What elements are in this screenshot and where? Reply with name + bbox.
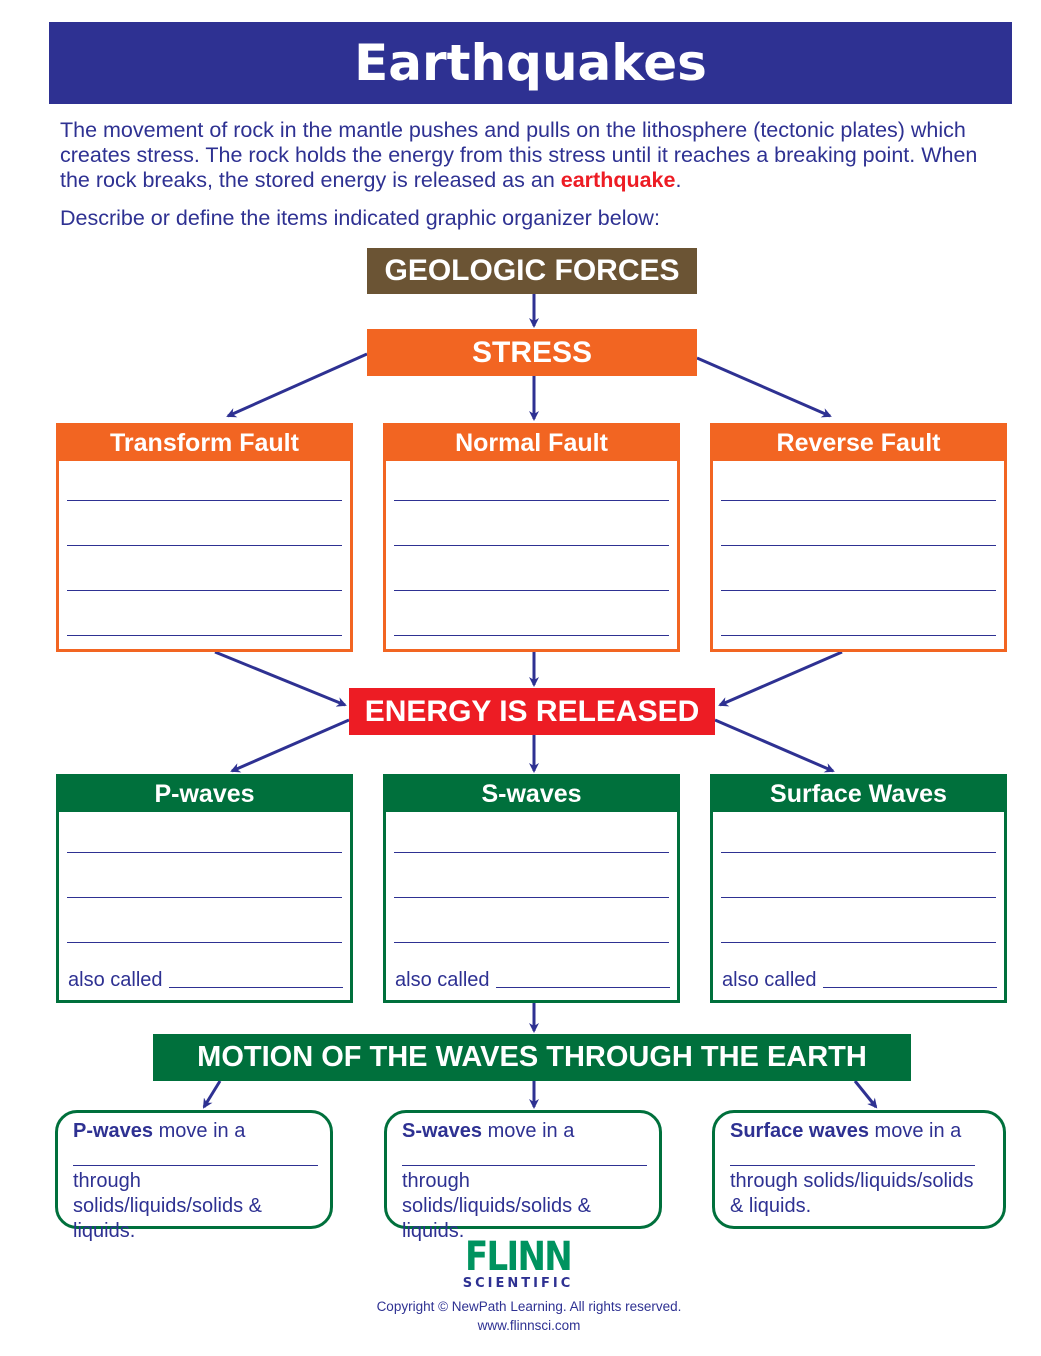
answer-line[interactable] (394, 635, 669, 636)
box-heading: Reverse Fault (713, 426, 1004, 461)
surface-waves-box: Surface Waves also called (710, 774, 1007, 1003)
wave-name: Surface waves (730, 1120, 869, 1142)
geologic-forces-banner: GEOLOGIC FORCES (367, 248, 697, 294)
answer-line[interactable] (67, 545, 342, 546)
answer-line[interactable] (721, 635, 996, 636)
also-called-field[interactable]: also called (722, 969, 997, 992)
answer-line[interactable] (394, 897, 669, 898)
also-called-label: also called (722, 969, 817, 991)
page-title: Earthquakes (49, 22, 1012, 104)
stress-banner: STRESS (367, 329, 697, 376)
answer-line[interactable] (730, 1144, 975, 1166)
wave-name: P-waves (73, 1120, 154, 1142)
answer-line[interactable] (721, 590, 996, 591)
wave-name: S-waves (402, 1120, 483, 1142)
answer-line[interactable] (721, 897, 996, 898)
intro-end: . (675, 168, 682, 192)
prompt-tail: through solids/liquids/solids & liquids. (402, 1170, 591, 1242)
box-heading: Normal Fault (386, 426, 677, 461)
p-waves-motion-box: P-waves move in a through solids/liquids/… (55, 1110, 333, 1242)
answer-line[interactable] (394, 545, 669, 546)
transform-fault-box: Transform Fault (56, 423, 353, 652)
footer: Copyright © NewPath Learning. All rights… (300, 1297, 758, 1335)
intro-text: The movement of rock in the mantle pushe… (60, 118, 978, 192)
answer-line[interactable] (402, 1144, 647, 1166)
surface-waves-motion-box: Surface waves move in a through solids/li… (712, 1110, 1006, 1229)
answer-line[interactable] (67, 852, 342, 853)
answer-line[interactable] (394, 590, 669, 591)
answer-line[interactable] (67, 897, 342, 898)
intro-highlight: earthquake (560, 168, 676, 192)
logo-main: FLINN (465, 1234, 573, 1280)
answer-line[interactable] (394, 942, 669, 943)
answer-line[interactable] (394, 500, 669, 501)
also-called-label: also called (68, 969, 163, 991)
box-heading: Transform Fault (59, 426, 350, 461)
prompt-text: move in a (482, 1120, 575, 1142)
copyright: Copyright © NewPath Learning. All rights… (376, 1299, 682, 1314)
prompt-text: move in a (868, 1120, 962, 1142)
answer-line[interactable] (67, 942, 342, 943)
answer-line[interactable] (67, 590, 342, 591)
answer-line[interactable] (721, 852, 996, 853)
motion-banner: MOTION OF THE WAVES THROUGH THE EARTH (153, 1034, 911, 1081)
prompt-tail: through solids/liquids/solids & liquids. (730, 1170, 974, 1217)
also-called-field[interactable]: also called (68, 969, 343, 992)
logo-sub: SCIENTIFIC (462, 1276, 574, 1291)
answer-line[interactable] (73, 1144, 318, 1166)
prompt-text: move in a (153, 1120, 246, 1142)
answer-line[interactable] (67, 500, 342, 501)
box-heading: P-waves (59, 777, 350, 812)
also-called-field[interactable]: also called (395, 969, 670, 992)
instructions: Describe or define the items indicated g… (60, 206, 660, 230)
also-called-label: also called (395, 969, 490, 991)
answer-line[interactable] (394, 852, 669, 853)
website-link[interactable]: www.flinnsci.com (477, 1318, 581, 1333)
answer-line[interactable] (721, 500, 996, 501)
answer-line[interactable] (67, 635, 342, 636)
intro-paragraph: The movement of rock in the mantle pushe… (60, 118, 1010, 193)
answer-line[interactable] (721, 545, 996, 546)
s-waves-motion-box: S-waves move in a through solids/liquids/… (384, 1110, 662, 1242)
answer-line[interactable] (721, 942, 996, 943)
s-waves-box: S-waves also called (383, 774, 680, 1003)
reverse-fault-box: Reverse Fault (710, 423, 1007, 652)
box-heading: Surface Waves (713, 777, 1004, 812)
normal-fault-box: Normal Fault (383, 423, 680, 652)
energy-released-banner: ENERGY IS RELEASED (349, 688, 715, 735)
p-waves-box: P-waves also called (56, 774, 353, 1003)
prompt-tail: through solids/liquids/solids & liquids. (73, 1170, 262, 1242)
box-heading: S-waves (386, 777, 677, 812)
